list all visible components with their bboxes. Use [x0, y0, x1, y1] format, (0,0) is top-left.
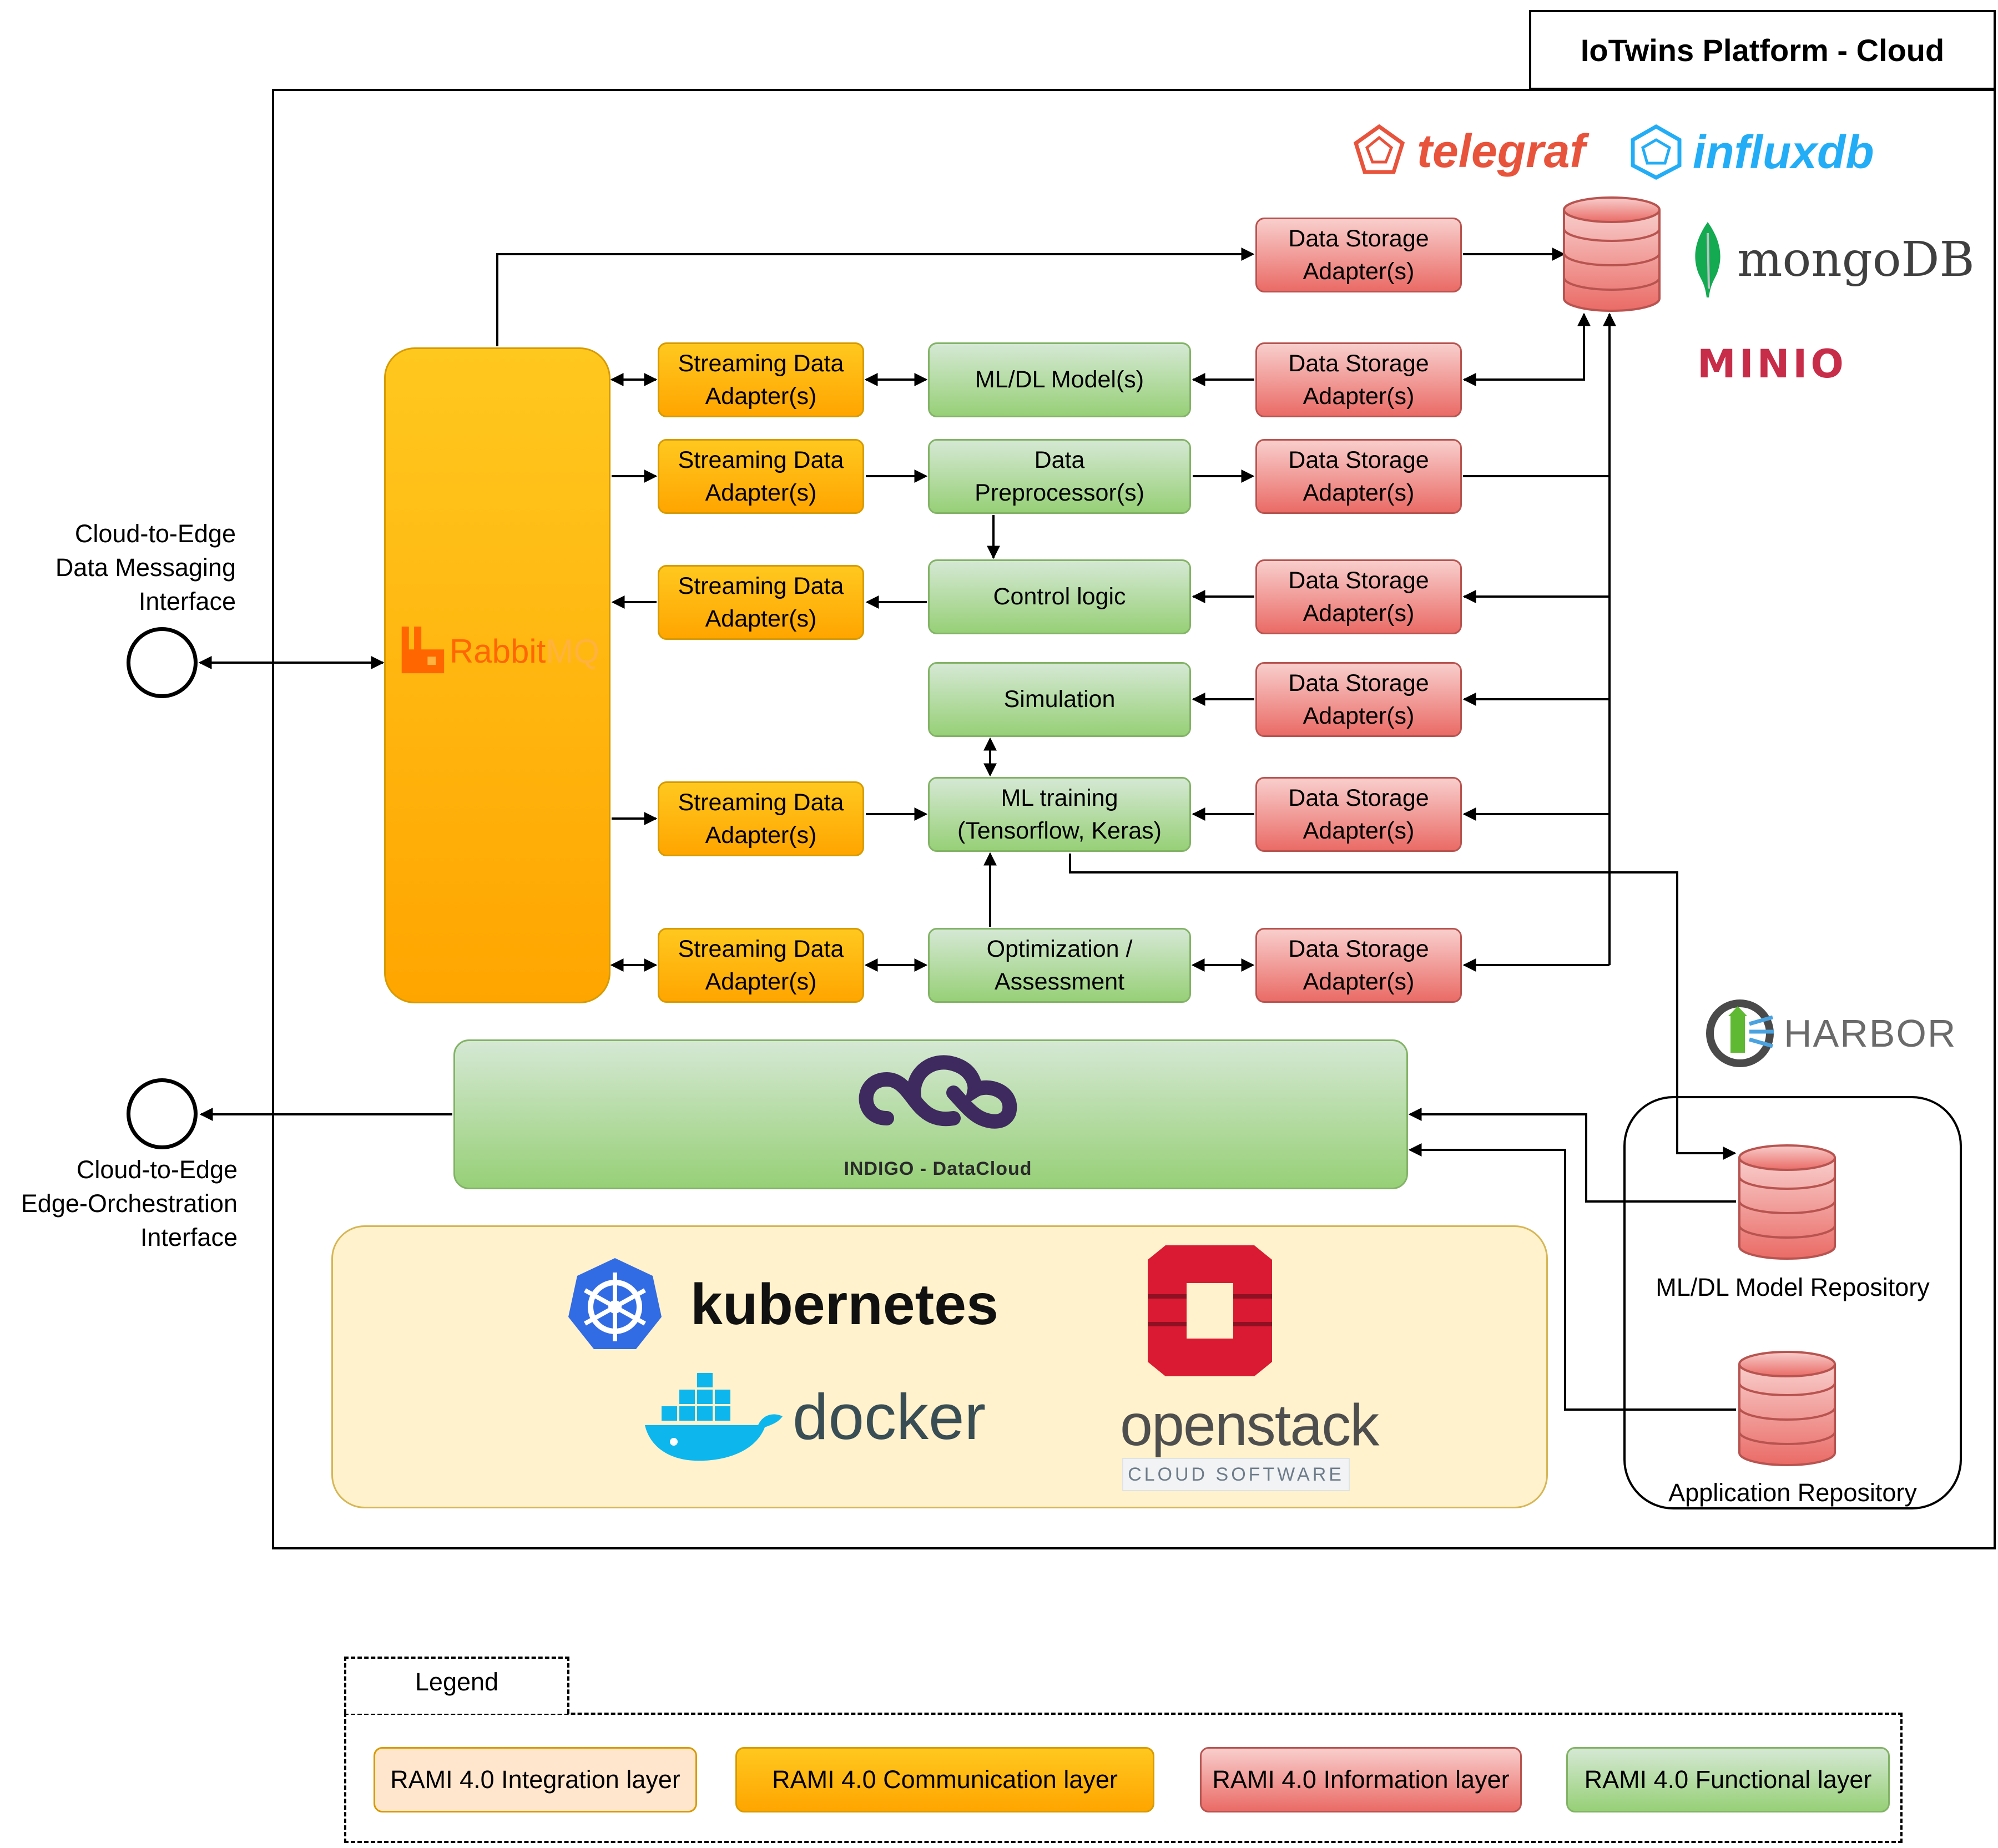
- app-repo-database-icon: [1738, 1351, 1836, 1466]
- legend-integration-layer: RAMI 4.0 Integration layer: [374, 1747, 697, 1812]
- streaming-adapter: Streaming Data Adapter(s): [658, 439, 864, 514]
- messaging-interface-circle[interactable]: [127, 627, 198, 698]
- kubernetes-logo: kubernetes: [565, 1256, 998, 1354]
- app-repo-to-orchestrator-link: [1408, 1143, 1736, 1411]
- streaming-adapter: Streaming Data Adapter(s): [658, 342, 864, 417]
- kubernetes-name: kubernetes: [690, 1272, 998, 1337]
- legend-frame: [344, 1713, 1903, 1843]
- repositories-panel: [1623, 1096, 1962, 1509]
- optimization-box: Optimization / Assessment: [928, 928, 1191, 1003]
- legend-functional-layer: RAMI 4.0 Functional layer: [1566, 1747, 1890, 1812]
- legend-title: Legend: [415, 1668, 499, 1696]
- streaming-adapter: Streaming Data Adapter(s): [658, 565, 864, 640]
- storage-adapter: Data Storage Adapter(s): [1255, 559, 1462, 634]
- docker-whale-icon: [645, 1373, 783, 1461]
- streaming-adapter: Streaming Data Adapter(s): [658, 928, 864, 1003]
- influxdb-name: influxdb: [1693, 125, 1874, 178]
- control-logic-box: Control logic: [928, 559, 1191, 634]
- platform-frame: [272, 89, 1996, 1549]
- indigo-cloud-icon: [859, 1055, 1017, 1129]
- orchestrator-label: INDIGO - DataCloud: [844, 1158, 1032, 1179]
- message-broker: [384, 347, 610, 1003]
- rabbitmq-name: Rabbit: [449, 632, 546, 670]
- storage-to-db-link: [1462, 312, 1591, 386]
- influxdb-logo: influxdb: [1627, 123, 1874, 181]
- rabbitmq-name-suffix: MQ: [546, 632, 599, 670]
- ml-training-box: ML training (Tensorflow, Keras): [928, 777, 1191, 852]
- influxdb-icon: [1631, 124, 1682, 180]
- openstack-icon: [1143, 1241, 1276, 1384]
- model-repo-label: ML/DL Model Repository: [1656, 1273, 1930, 1301]
- storage-adapter: Data Storage Adapter(s): [1255, 928, 1462, 1003]
- legend-communication-layer: RAMI 4.0 Communication layer: [735, 1747, 1154, 1812]
- telegraf-icon: [1353, 124, 1405, 174]
- orchestration-interface-circle[interactable]: [127, 1078, 198, 1149]
- telegraf-name: telegraf: [1417, 124, 1586, 177]
- model-repo-database-icon: [1738, 1144, 1836, 1260]
- ml-model-box: ML/DL Model(s): [928, 342, 1191, 417]
- streaming-adapter: Streaming Data Adapter(s): [658, 781, 864, 856]
- legend-information-layer: RAMI 4.0 Information layer: [1200, 1747, 1522, 1812]
- simulation-box: Simulation: [928, 662, 1191, 737]
- harbor-name: HARBOR: [1784, 1012, 1957, 1055]
- storage-adapter: Data Storage Adapter(s): [1255, 218, 1462, 292]
- indigo-logo: [848, 1052, 1026, 1129]
- docker-name: docker: [793, 1381, 986, 1453]
- rabbitmq-icon: [401, 627, 445, 674]
- model-repo-to-orchestrator-link: [1408, 1108, 1736, 1203]
- app-repo-label: Application Repository: [1668, 1478, 1917, 1507]
- mongodb-logo: mongoDB: [1692, 222, 1975, 297]
- platform-title: IoTwins Platform - Cloud: [1529, 10, 1996, 90]
- openstack-name: openstack: [1120, 1392, 1379, 1458]
- docker-logo: docker: [639, 1370, 986, 1464]
- harbor-icon: [1706, 999, 1774, 1067]
- preprocessor-box: Data Preprocessor(s): [928, 439, 1191, 514]
- mongodb-name: mongoDB: [1737, 232, 1975, 287]
- storage-adapter: Data Storage Adapter(s): [1255, 777, 1462, 852]
- storage-adapter: Data Storage Adapter(s): [1255, 342, 1462, 417]
- messaging-interface-label: Cloud-to-Edge Data Messaging Interface: [55, 519, 236, 615]
- broker-to-storage-link: [496, 248, 1255, 346]
- openstack-subtitle: CLOUD SOFTWARE: [1122, 1458, 1350, 1491]
- minio-logo: MINIO: [1697, 341, 1847, 387]
- orchestration-interface-label: Cloud-to-Edge Edge-Orchestration Interfa…: [21, 1155, 238, 1251]
- storage-database-icon: [1563, 196, 1661, 312]
- harbor-logo: HARBOR: [1704, 997, 1956, 1069]
- training-to-model-repo-link: [1069, 854, 1737, 1160]
- telegraf-logo: telegraf: [1351, 123, 1585, 179]
- kubernetes-icon: [568, 1258, 662, 1349]
- legend-tab: [344, 1657, 569, 1714]
- storage-adapter: Data Storage Adapter(s): [1255, 662, 1462, 737]
- mongodb-leaf-icon: [1695, 222, 1721, 297]
- storage-adapter: Data Storage Adapter(s): [1255, 439, 1462, 514]
